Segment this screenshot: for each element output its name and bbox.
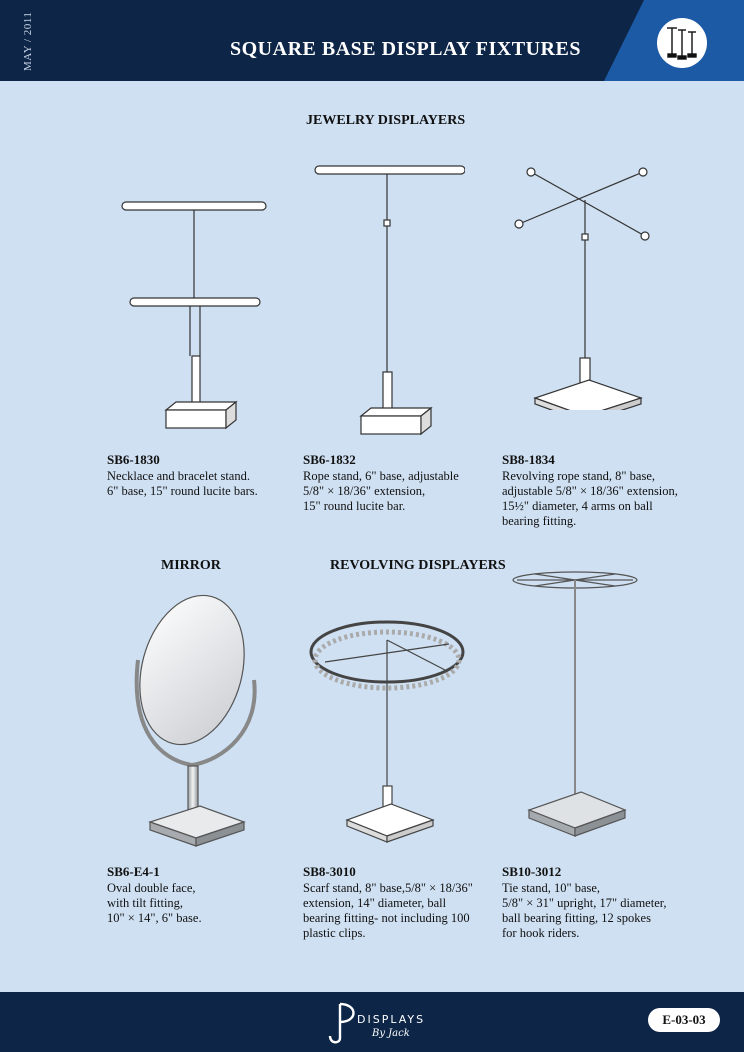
product-image-rope-stand bbox=[314, 165, 465, 436]
section-heading-revolving: REVOLVING DISPLAYERS bbox=[330, 558, 506, 573]
header-bar: MAY / 2011 SQUARE BASE DISPLAY FIXTURES bbox=[0, 0, 744, 81]
product-description: Tie stand, 10" base, 5/8" × 31" upright,… bbox=[502, 881, 667, 940]
product-sb6-e4-1: SB6-E4-1 Oval double face, with tilt fit… bbox=[107, 864, 297, 926]
product-description: Rope stand, 6" base, adjustable 5/8" × 1… bbox=[303, 469, 459, 513]
product-sb8-3010: SB8-3010 Scarf stand, 8" base,5/8" × 18/… bbox=[303, 864, 493, 941]
product-code: SB6-1830 bbox=[107, 452, 160, 467]
product-image-oval-mirror bbox=[134, 594, 257, 847]
brand-name: DISPLAYS bbox=[357, 1013, 426, 1026]
product-sb6-1832: SB6-1832 Rope stand, 6" base, adjustable… bbox=[303, 452, 493, 514]
product-code: SB8-3010 bbox=[303, 864, 356, 879]
stands-icon bbox=[657, 18, 707, 68]
product-image-necklace-stand bbox=[121, 201, 267, 430]
section-heading-jewelry: JEWELRY DISPLAYERS bbox=[306, 113, 466, 128]
section-heading-mirror: MIRROR bbox=[161, 558, 221, 573]
product-sb8-1834: SB8-1834 Revolving rope stand, 8" base, … bbox=[502, 452, 702, 529]
product-description: Oval double face, with tilt fitting, 10"… bbox=[107, 881, 202, 925]
product-description: Revolving rope stand, 8" base, adjustabl… bbox=[502, 469, 678, 528]
jp-logo-icon bbox=[328, 1002, 355, 1044]
footer-bar bbox=[0, 992, 744, 1052]
product-sb6-1830: SB6-1830 Necklace and bracelet stand. 6"… bbox=[107, 452, 297, 499]
product-sb10-3012: SB10-3012 Tie stand, 10" base, 5/8" × 31… bbox=[502, 864, 702, 941]
brand-tagline: By Jack bbox=[372, 1028, 410, 1039]
product-description: Necklace and bracelet stand. 6" base, 15… bbox=[107, 469, 258, 498]
page-number: E-03-03 bbox=[648, 1008, 720, 1032]
page-title: SQUARE BASE DISPLAY FIXTURES bbox=[230, 38, 581, 60]
product-image-tie-stand bbox=[512, 571, 638, 837]
date-label: MAY / 2011 bbox=[22, 11, 34, 71]
product-code: SB6-1832 bbox=[303, 452, 356, 467]
product-code: SB8-1834 bbox=[502, 452, 555, 467]
product-image-scarf-stand bbox=[309, 620, 465, 843]
product-description: Scarf stand, 8" base,5/8" × 18/36" exten… bbox=[303, 881, 473, 940]
product-code: SB6-E4-1 bbox=[107, 864, 160, 879]
product-image-revolving-rope-stand bbox=[514, 167, 650, 410]
product-code: SB10-3012 bbox=[502, 864, 562, 879]
